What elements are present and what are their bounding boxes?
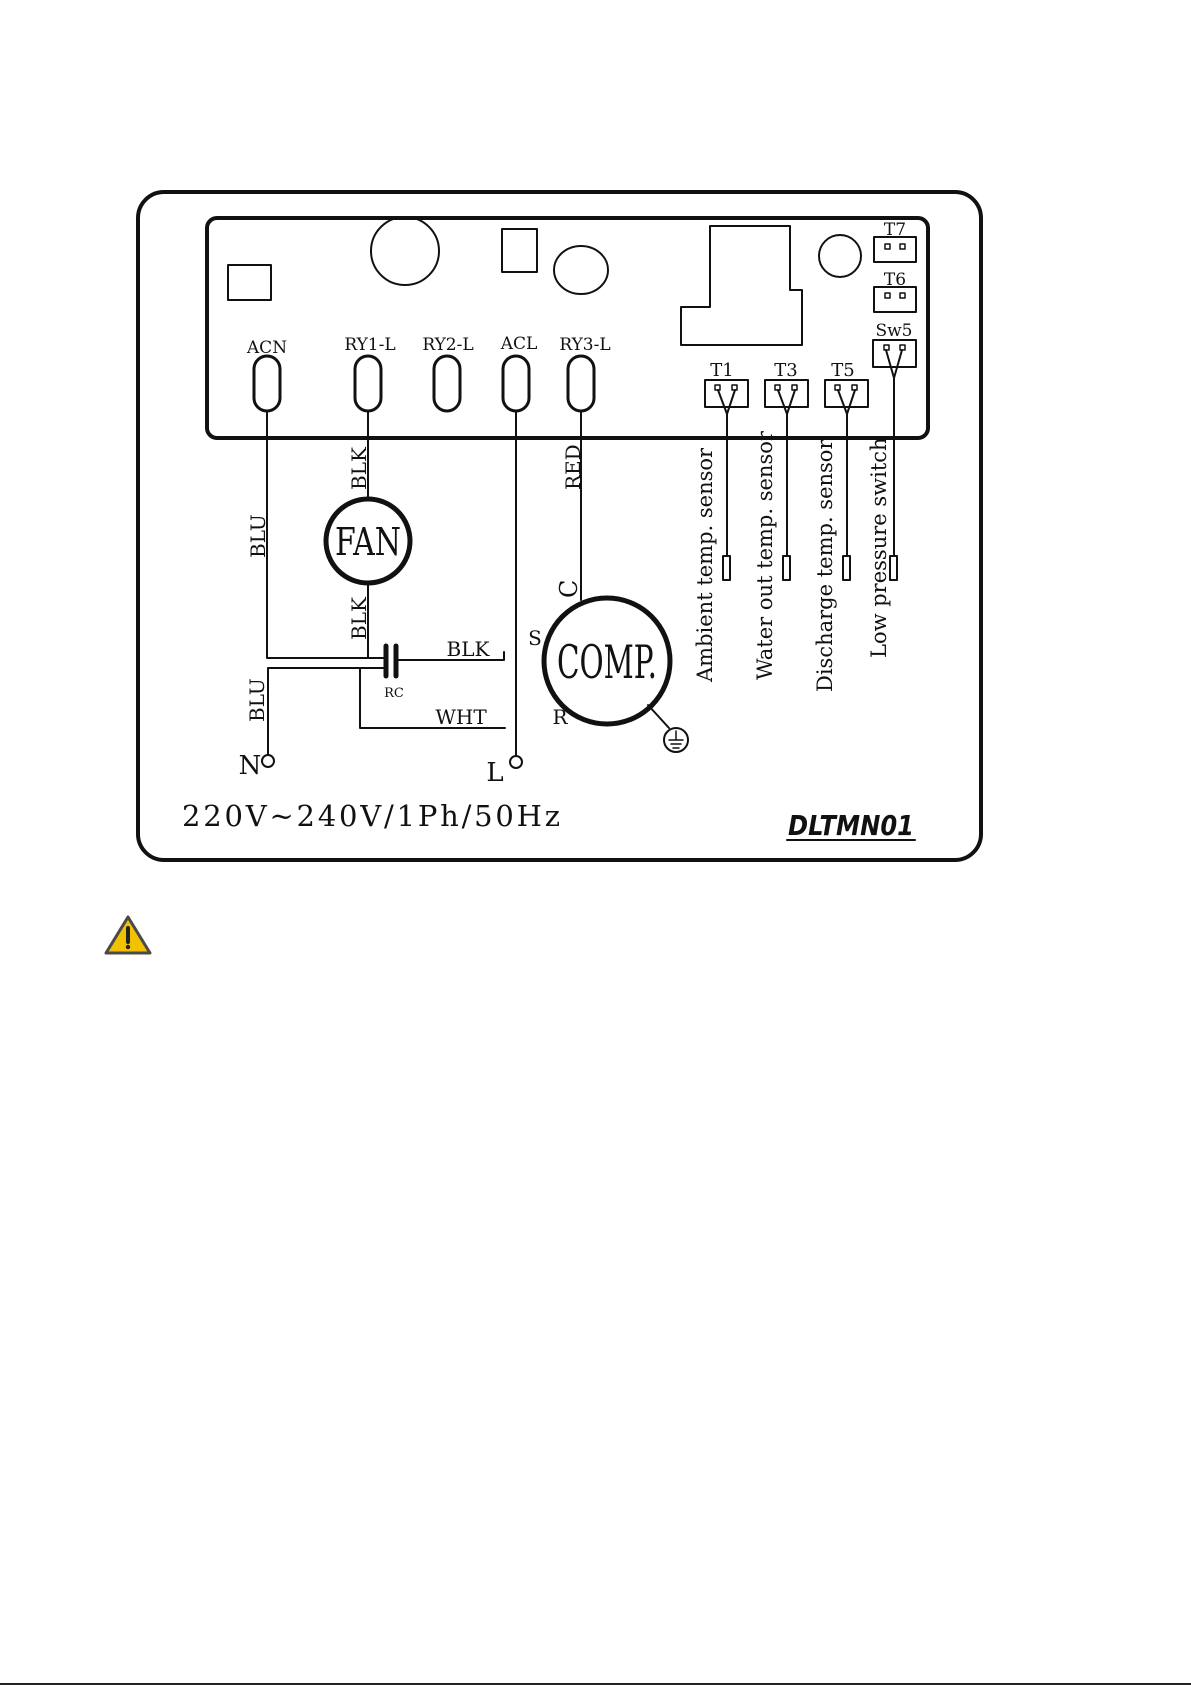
compressor-s-label: S: [528, 626, 542, 650]
connector-t7-label: T7: [884, 220, 906, 240]
sensor-probe-water-out: [783, 556, 790, 580]
wire-blk-top-label: BLK: [347, 446, 371, 490]
connector-sw5: [873, 340, 916, 367]
fan-label: FAN: [335, 520, 401, 564]
board-capacitor-small: [554, 246, 608, 294]
terminal-ry1l-label: RY1-L: [344, 335, 395, 355]
wire-blu-upper-label: BLU: [246, 514, 270, 558]
compressor-c-label: C: [555, 580, 583, 598]
board-buzzer: [819, 235, 861, 277]
connector-t6-label: T6: [884, 270, 906, 290]
terminal-n: [262, 755, 274, 767]
board-fuse: [502, 229, 537, 272]
terminal-n-label: N: [239, 751, 262, 781]
wire-blu-lower-label: BLU: [245, 678, 269, 722]
terminal-ry3l-label: RY3-L: [559, 335, 610, 355]
connector-t1: [705, 380, 748, 414]
wire-blk-bottom-label: BLK: [347, 596, 371, 640]
sensor-water-out-label: Water out temp. sensor: [753, 430, 777, 680]
terminal-ry2l: [434, 356, 460, 411]
capacitor-rc: [360, 646, 396, 676]
board-transformer: [681, 226, 802, 345]
supply-rating: 220V~240V/1Ph/50Hz: [182, 799, 560, 833]
terminal-l: [510, 756, 522, 768]
sensor-ambient-label: Ambient temp. sensor: [693, 447, 717, 683]
board-relay-small: [228, 265, 271, 300]
terminal-acl: [503, 356, 529, 411]
sensor-probe-discharge: [843, 556, 850, 580]
connector-t5-label: T5: [831, 360, 854, 381]
capacitor-label: RC: [384, 686, 404, 701]
terminal-l-label: L: [486, 758, 503, 788]
terminal-acl-label: ACL: [500, 334, 538, 354]
sensor-discharge-label: Discharge temp. sensor: [813, 439, 837, 692]
sensor-probe-low-pressure: [890, 556, 897, 580]
board-capacitor-large: [371, 217, 439, 285]
terminal-ry3l: [568, 356, 594, 411]
connector-t3-label: T3: [774, 360, 797, 381]
connector-t6: [874, 287, 916, 312]
model-number: DLTMN01: [788, 809, 914, 842]
ground-icon: [664, 728, 688, 752]
wire-red-label: RED: [561, 444, 585, 490]
wire-blk-cap-label: BLK: [447, 637, 491, 661]
ground-lead: [648, 705, 669, 728]
warning-triangle-icon: [106, 917, 150, 953]
connector-t1-label: T1: [710, 360, 733, 381]
terminal-acn: [254, 356, 280, 411]
connector-t3: [765, 380, 808, 414]
compressor-label: COMP.: [557, 635, 657, 689]
sensor-probe-ambient: [723, 556, 730, 580]
wire-wht-label: WHT: [435, 705, 487, 729]
connector-t5: [825, 380, 868, 414]
connector-t7: [874, 237, 916, 262]
connector-sw5-label: Sw5: [875, 321, 912, 341]
wire-n-blu: [268, 668, 380, 759]
sensor-low-pressure-label: Low pressure switch: [867, 437, 891, 658]
terminal-ry2l-label: RY2-L: [422, 335, 473, 355]
terminal-ry1l: [355, 356, 381, 411]
